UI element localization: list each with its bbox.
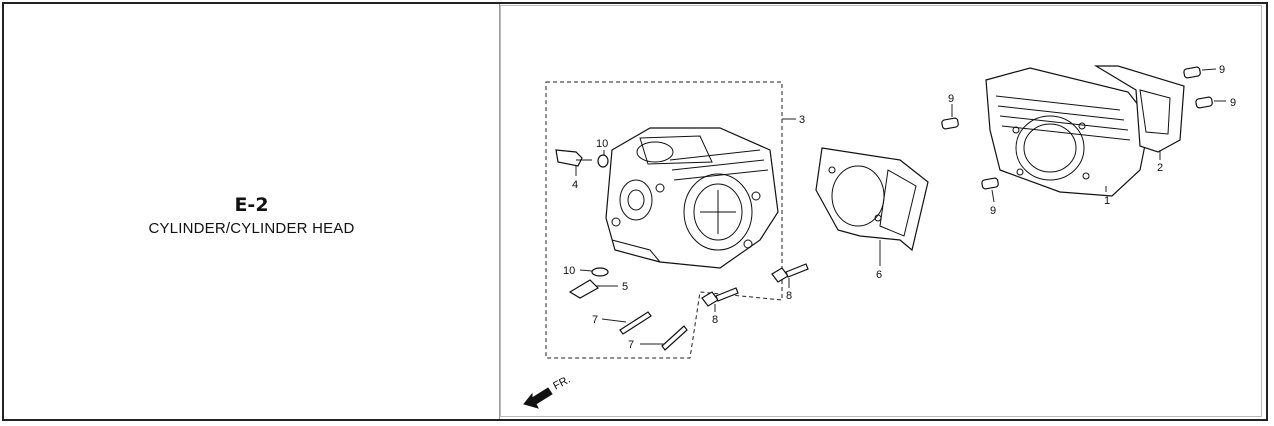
callout-9d: 9 xyxy=(990,205,996,217)
diagram-inner-border xyxy=(500,5,1262,417)
front-direction-arrow-icon xyxy=(523,387,553,409)
stud-part-5 xyxy=(568,267,609,299)
callout-10b: 10 xyxy=(563,265,575,277)
callout-8b: 8 xyxy=(786,290,792,302)
front-direction-label: FR. xyxy=(551,374,572,393)
callout-10a: 10 xyxy=(596,138,608,150)
callout-8a: 8 xyxy=(712,314,718,326)
callout-9b: 9 xyxy=(1230,97,1236,109)
cylinder-gasket-part-2 xyxy=(1093,65,1185,153)
callout-6: 6 xyxy=(876,269,882,281)
section-title: CYLINDER/CYLINDER HEAD xyxy=(148,220,355,237)
callout-9c: 9 xyxy=(948,93,954,105)
section-code: E-2 xyxy=(234,194,269,216)
head-gasket-part-6 xyxy=(815,147,929,252)
dowel-pins-part-9 xyxy=(941,66,1213,190)
stud-bolts-part-7 xyxy=(619,311,688,351)
callout-7b: 7 xyxy=(628,339,634,351)
callout-4: 4 xyxy=(572,179,578,191)
callout-5: 5 xyxy=(622,281,628,293)
cylinder-head-part xyxy=(605,127,779,269)
section-caption-cell: E-2 CYLINDER/CYLINDER HEAD xyxy=(4,4,500,419)
callout-3: 3 xyxy=(799,114,805,126)
bolts-part-8 xyxy=(701,263,809,307)
stud-part-4 xyxy=(555,149,609,168)
callout-1: 1 xyxy=(1104,195,1110,207)
leader-lines xyxy=(575,68,1226,345)
cylinder-part-1 xyxy=(985,67,1151,197)
callout-7a: 7 xyxy=(592,314,598,326)
callout-2: 2 xyxy=(1157,162,1163,174)
callout-9a: 9 xyxy=(1219,64,1225,76)
callout-labels: 1 2 3 4 5 6 7 7 8 8 9 9 9 9 10 10 xyxy=(563,64,1236,351)
